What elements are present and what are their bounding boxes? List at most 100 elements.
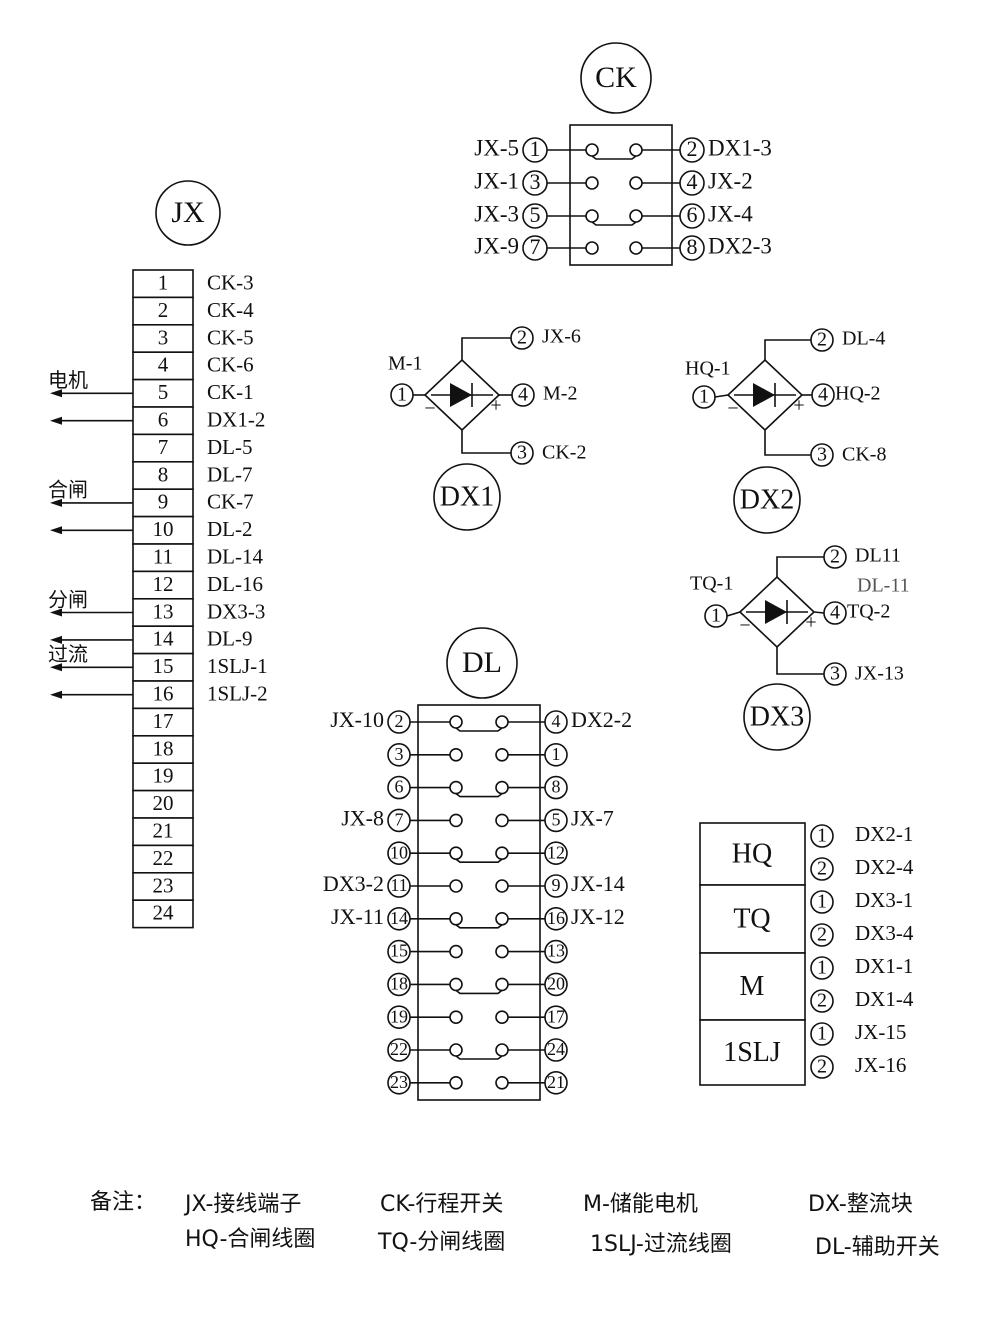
output-label: 过流	[48, 642, 88, 666]
terminal-circle	[522, 170, 548, 196]
jx-terminal-number: 3	[158, 325, 169, 349]
jx-connection-label: CK-1	[207, 380, 254, 404]
terminal-number: 19	[390, 1006, 408, 1026]
left-connection-label: JX-8	[341, 805, 384, 830]
jx-connection-label: DL-16	[207, 572, 263, 596]
coil-pin-label: DX2-4	[855, 855, 914, 879]
terminal-number: 11	[390, 875, 407, 895]
legend-item: 1SLJ-过流线圈	[590, 1232, 732, 1257]
contact-bridge	[455, 1055, 503, 1060]
terminal-circle	[544, 1038, 568, 1062]
terminal-circle	[810, 328, 834, 352]
terminal-circle	[544, 939, 568, 964]
terminal-circle	[544, 874, 568, 898]
jx-cell	[132, 789, 194, 819]
contact-right	[495, 1076, 509, 1090]
output-label-2: DL11	[855, 545, 901, 567]
title-circle	[433, 463, 501, 531]
dl-box	[417, 704, 541, 1101]
jx-connection-label: DL-9	[207, 627, 253, 651]
input-label-1: TQ-1	[690, 573, 733, 595]
right-connection-label: DX2-2	[571, 707, 632, 732]
contact-right	[495, 747, 509, 762]
contact-left	[449, 747, 463, 762]
plus-sign: +	[490, 395, 501, 417]
left-connection-label: JX-10	[330, 707, 384, 732]
jx-cell	[132, 570, 194, 600]
terminal-circle	[510, 441, 534, 465]
contact-left	[449, 780, 463, 795]
terminal-circle	[387, 742, 411, 767]
left-connection-label: JX-5	[474, 135, 519, 160]
wire	[726, 611, 741, 617]
dx-title: DX1	[440, 481, 494, 512]
terminal-circle	[522, 235, 548, 261]
terminal-number: 5	[552, 810, 561, 830]
terminal-circle	[387, 939, 411, 964]
jx-terminal-number: 4	[158, 353, 169, 377]
output-label-3: CK-8	[842, 444, 886, 466]
terminal-number: 1	[711, 605, 721, 627]
jx-cell	[132, 899, 194, 929]
jx-cell	[132, 460, 194, 490]
ck-box	[569, 124, 673, 266]
terminal-number: 15	[390, 941, 408, 961]
right-connection-label: JX-4	[708, 201, 753, 226]
contact-bridge	[455, 989, 503, 995]
terminal-number: 4	[552, 711, 561, 731]
terminal-circle	[811, 383, 835, 407]
coil-pin-label: DX2-1	[855, 822, 913, 846]
arrow-left-icon	[50, 635, 62, 644]
terminal-circle	[387, 841, 411, 866]
contact-right	[629, 209, 643, 223]
jx-connection-label: DL-7	[207, 462, 253, 486]
jx-connection-label: CK-4	[207, 298, 254, 322]
terminal-circle	[544, 841, 568, 866]
terminal-number: 24	[547, 1039, 565, 1059]
left-connection-label: JX-11	[331, 904, 384, 929]
terminal-number: 2	[817, 924, 827, 946]
contact-left	[449, 846, 463, 861]
coil-pin-label: DX1-1	[855, 954, 913, 978]
terminal-number: 2	[687, 136, 698, 161]
coil-name: TQ	[733, 903, 770, 934]
contact-left	[585, 241, 599, 255]
jx-terminal-number: 12	[153, 572, 174, 596]
terminal-number: 22	[390, 1039, 408, 1059]
arrow-left-icon	[50, 389, 62, 398]
terminal-number: 2	[817, 990, 827, 1012]
output-label-2-alt: DL-11	[857, 575, 910, 597]
terminal-circle	[522, 203, 548, 229]
arrow-left-icon	[50, 608, 62, 617]
coil-pin-label: DX3-1	[855, 888, 913, 912]
wire	[764, 430, 811, 456]
jx-terminal-number: 22	[153, 846, 174, 870]
terminal-number: 1	[699, 386, 709, 408]
jx-terminal-number: 6	[158, 408, 169, 432]
jx-cell	[132, 652, 194, 682]
plus-sign: +	[805, 612, 816, 634]
terminal-number: 1	[817, 1023, 827, 1045]
wire	[776, 556, 824, 577]
contact-right	[495, 944, 509, 959]
terminal-number: 14	[390, 908, 408, 928]
jx-cell	[132, 625, 194, 655]
terminal-number: 1	[817, 957, 827, 979]
contact-right	[629, 241, 643, 255]
output-label-2: JX-6	[542, 326, 581, 348]
right-connection-label: JX-2	[708, 168, 753, 193]
jx-terminal-number: 21	[153, 819, 174, 843]
contact-right	[495, 977, 509, 992]
jx-connection-label: CK-6	[207, 353, 254, 377]
terminal-circle	[387, 1005, 411, 1030]
terminal-number: 6	[687, 202, 698, 227]
contact-left	[585, 143, 599, 157]
dx-title: DX3	[750, 701, 804, 732]
terminal-number: 1	[397, 384, 407, 406]
left-connection-label: JX-9	[474, 233, 519, 258]
minus-sign: −	[727, 398, 738, 420]
arrow-left-icon	[50, 690, 62, 699]
